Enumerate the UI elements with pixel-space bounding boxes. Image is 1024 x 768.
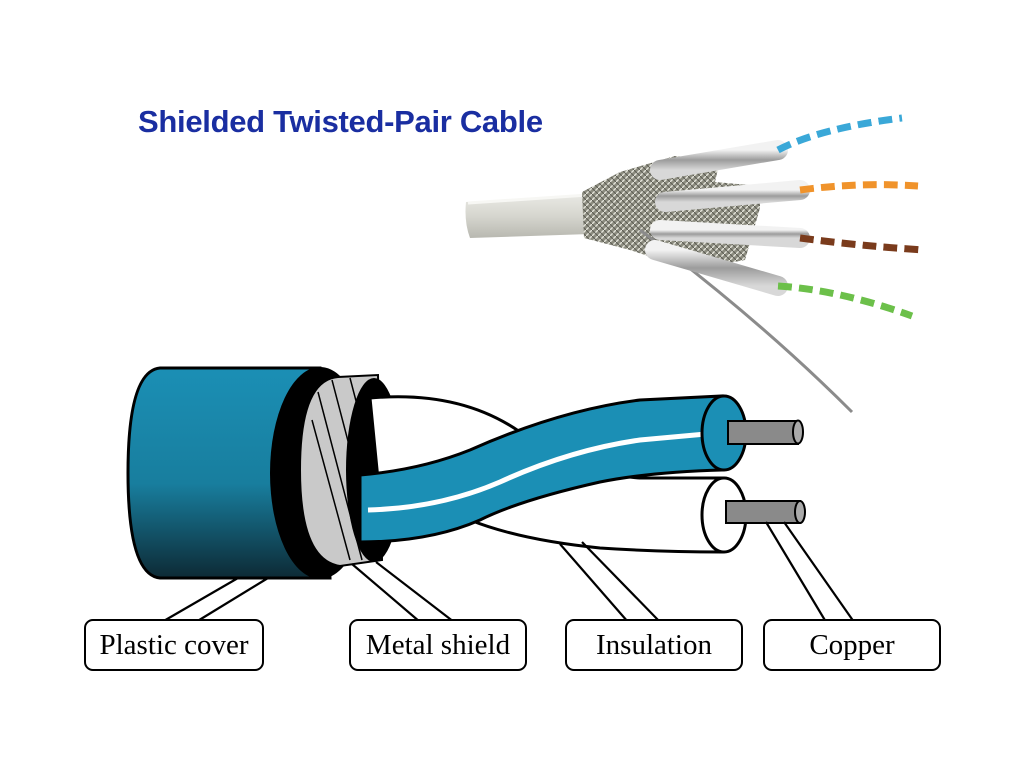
cable-jacket: [465, 194, 590, 238]
cable-cross-section-diagram: [126, 366, 806, 580]
green-pair: [777, 282, 914, 320]
label-metal-shield: Metal shield: [349, 619, 527, 671]
label-plastic-cover: Plastic cover: [84, 619, 264, 671]
orange-pair: [799, 181, 919, 194]
label-copper: Copper: [763, 619, 941, 671]
label-insulation: Insulation: [565, 619, 743, 671]
blue-pair: [776, 114, 903, 154]
copper-conductor-lower: [725, 500, 801, 524]
stp-cable-photo: [465, 114, 925, 414]
copper-conductor-upper: [727, 420, 799, 445]
slide-title: Shielded Twisted-Pair Cable: [138, 104, 543, 139]
brown-pair: [799, 234, 925, 254]
blue-conductor: [358, 394, 724, 544]
